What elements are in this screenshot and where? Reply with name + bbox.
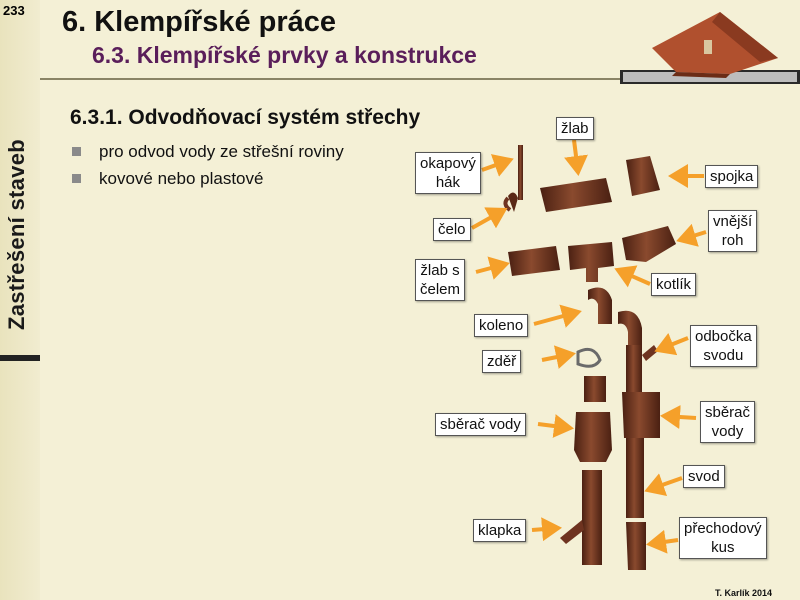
label-gutter-hook: okapový hák [415, 152, 481, 194]
arrow-icon [475, 256, 510, 280]
callout-arrows [471, 139, 707, 554]
downpipe-branch-part [626, 345, 642, 395]
label-rainwater-collector-left: sběrač vody [435, 413, 526, 436]
rainwater-collector-part [574, 412, 612, 462]
label-downpipe-branch: odbočka svodu [690, 325, 757, 367]
end-cap-part [508, 192, 518, 212]
rainwater-collector-part [622, 392, 660, 438]
arrow-icon [531, 517, 562, 542]
label-gutter-with-end: žlab s čelem [415, 259, 466, 301]
outer-corner-part [622, 226, 676, 262]
pipe-clamp-part [576, 347, 602, 368]
gutter-hook-part [503, 145, 523, 212]
label-gutter: žlab [556, 117, 594, 140]
connector-part [626, 156, 660, 196]
outlet-part [568, 242, 614, 282]
arrow-icon [564, 139, 588, 176]
page-title: 6. Klempířské práce [62, 6, 337, 38]
header-rule [40, 78, 620, 80]
label-connector: spojka [705, 165, 759, 188]
arrow-icon [614, 265, 651, 288]
bullet-item: kovové nebo plastové [72, 165, 344, 192]
label-flap: klapka [473, 519, 527, 542]
arrow-icon [481, 154, 514, 177]
arrow-icon [537, 414, 574, 438]
arrow-icon [660, 405, 697, 429]
short-pipe-part [584, 376, 606, 402]
label-outer-corner: vnější roh [708, 210, 758, 252]
gutter-with-end-part [508, 246, 560, 276]
sidebar-divider [0, 355, 40, 361]
label-transition-piece: přechodový kus [679, 517, 767, 559]
downpipe-part [582, 470, 602, 565]
gutter-part [540, 178, 612, 212]
sidebar [0, 0, 40, 600]
label-downpipe: svod [683, 465, 725, 488]
author-credit: T. Karlík 2014 [714, 588, 772, 598]
label-outlet: kotlík [651, 273, 697, 296]
flap-part [560, 520, 584, 544]
elbow-part [618, 310, 642, 348]
arrow-icon [644, 473, 683, 496]
arrow-icon [654, 332, 689, 356]
label-rainwater-collector-right: sběrač vody [700, 401, 756, 443]
page-subtitle: 6.3. Klempířské prvky a konstrukce [92, 42, 477, 68]
arrow-icon [541, 345, 576, 369]
arrow-icon [533, 304, 582, 328]
label-elbow: koleno [474, 314, 529, 337]
label-end-cap: čelo [433, 218, 471, 241]
section-title: 6.3.1. Odvodňovací systém střechy [70, 106, 421, 129]
elbow-part [588, 287, 612, 324]
page-number: 233 [3, 3, 25, 18]
bullet-square-icon [72, 147, 81, 156]
bullet-list: pro odvod vody ze střešní roviny kovové … [72, 138, 344, 192]
arrow-icon [646, 529, 679, 554]
bullet-square-icon [72, 174, 81, 183]
downpipe-part [626, 438, 644, 518]
transition-piece-part [626, 522, 646, 570]
arrow-icon [471, 207, 508, 230]
bullet-item: pro odvod vody ze střešní roviny [72, 138, 344, 165]
roof-illustration-icon [652, 12, 778, 78]
label-pipe-clamp: zděř [482, 350, 522, 373]
arrow-icon [676, 223, 707, 247]
